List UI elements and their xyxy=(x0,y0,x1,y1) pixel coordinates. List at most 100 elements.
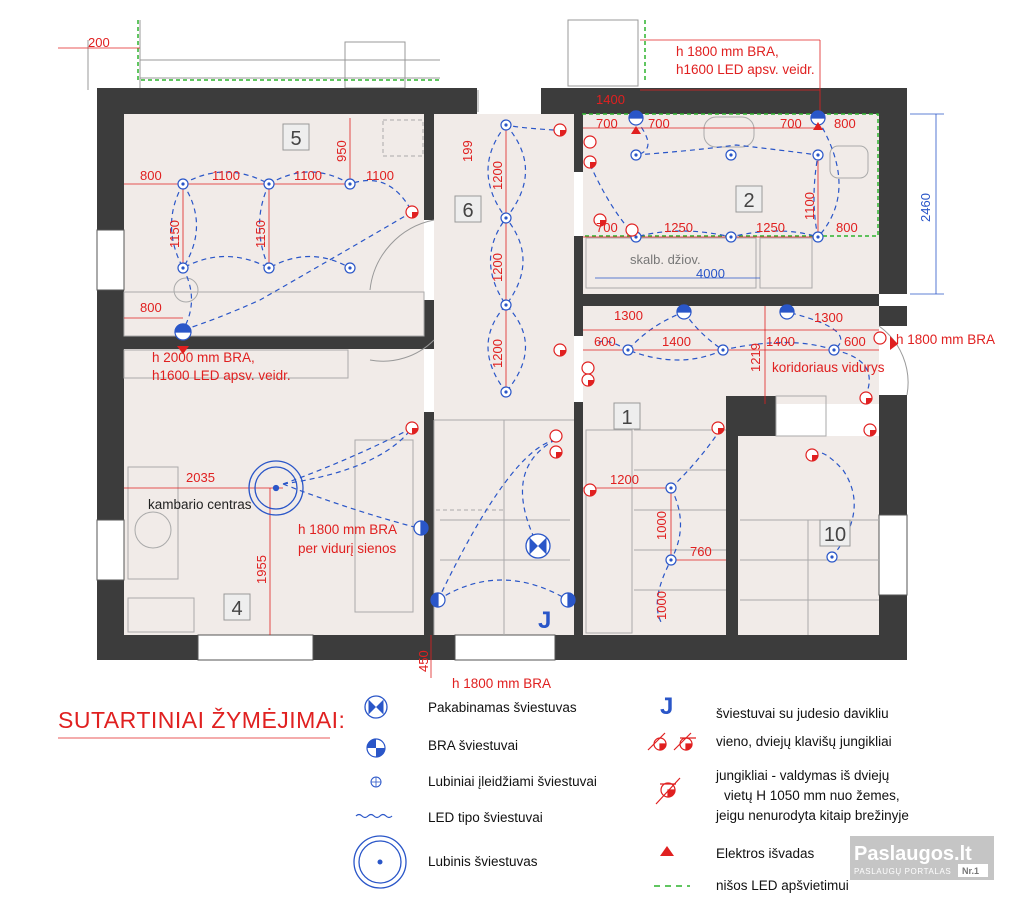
watermark-sub: PASLAUGŲ PORTALAS xyxy=(854,867,951,876)
note-room-center: kambario centras xyxy=(148,497,252,512)
dim-600-b: 600 xyxy=(844,334,866,349)
legend-switch2-2: vietų H 1050 mm nuo žemes, xyxy=(724,788,900,803)
legend-bra: BRA šviestuvai xyxy=(428,738,518,753)
dim-1200-r1: 1200 xyxy=(610,472,639,487)
dim-700-b: 700 xyxy=(648,116,670,131)
dim-700-c: 700 xyxy=(780,116,802,131)
legend-title: SUTARTINIAI ŽYMĖJIMAI: xyxy=(58,707,345,733)
dim-600-a: 600 xyxy=(594,334,616,349)
room-2-number: 2 xyxy=(743,190,754,212)
windows xyxy=(96,229,908,661)
dim-199: 199 xyxy=(460,140,475,162)
note-bra-r5-1: h 2000 mm BRA, xyxy=(152,350,255,365)
watermark-brand: Paslaugos.lt xyxy=(854,843,972,865)
led-strip-top xyxy=(137,20,440,81)
dim-1200-a: 1200 xyxy=(490,161,505,190)
door-swings xyxy=(369,219,909,396)
dim-4000: 4000 xyxy=(696,266,725,281)
electrical-outlets xyxy=(177,122,898,354)
switch-fills xyxy=(412,130,876,496)
note-corridor-mid: koridoriaus vidurys xyxy=(772,360,885,375)
note-skalb: skalb. džiov. xyxy=(630,252,701,267)
legend-niche: nišos LED apšvietimui xyxy=(716,878,849,893)
dim-200: 200 xyxy=(88,35,110,50)
recessed-legend-icon xyxy=(370,776,382,788)
legend-pendant: Pakabinamas šviestuvas xyxy=(428,700,577,715)
dim-1955: 1955 xyxy=(254,555,269,584)
dim-1000-b: 1000 xyxy=(654,591,669,620)
pendant-light xyxy=(525,533,551,559)
legend-outlet: Elektros išvadas xyxy=(716,846,815,861)
note-bra-bottom: h 1800 mm BRA xyxy=(452,676,551,691)
dim-2460: 2460 xyxy=(918,193,933,222)
dim-1150-b: 1150 xyxy=(253,220,268,248)
legend-recessed: Lubiniai įleidžiami šviestuvai xyxy=(428,774,597,789)
recessed-dots xyxy=(181,123,836,562)
dim-800-r2b: 800 xyxy=(836,220,858,235)
dim-800-r2: 800 xyxy=(834,116,856,131)
motion-sensor-mark: J xyxy=(538,607,551,634)
legend-switch: vieno, dviejų klavišų jungikliai xyxy=(716,734,892,749)
dim-1400-a: 1400 xyxy=(662,334,691,349)
bra-legend-icon xyxy=(366,738,386,758)
note-bra-right: h 1800 mm BRA xyxy=(896,332,995,347)
lighting-circuits xyxy=(170,119,870,623)
watermark: Paslaugos.lt PASLAUGŲ PORTALAS Nr.1 xyxy=(850,836,994,880)
bra-wall-lights xyxy=(174,110,826,608)
switch-legend-icon xyxy=(647,732,696,751)
floor-areas xyxy=(124,114,879,635)
ceiling-light-room4 xyxy=(248,460,304,516)
legend-ceiling: Lubinis šviestuvas xyxy=(428,854,538,869)
room-10-number: 10 xyxy=(824,524,846,546)
dim-800-r5b: 800 xyxy=(140,300,162,315)
annotations: h 1800 mm BRA, h1600 LED apsv. veidr. h … xyxy=(148,44,995,691)
dim-2035: 2035 xyxy=(186,470,215,485)
dim-1100-r2: 1100 xyxy=(802,192,817,220)
dimension-labels: 200 1400 700 700 700 800 800 1100 1100 1… xyxy=(88,35,933,672)
room-5-number: 5 xyxy=(290,128,301,150)
led-strip-room2 xyxy=(582,113,879,237)
room-numbers: 5 6 2 1 4 10 xyxy=(223,123,851,621)
dim-1100-c: 1100 xyxy=(366,168,394,183)
room-1-number: 1 xyxy=(621,407,632,429)
note-bra-top-2: h1600 LED apsv. veidr. xyxy=(676,62,815,77)
dimension-2460-line xyxy=(595,113,944,295)
outlet-legend-icon xyxy=(660,846,674,856)
dim-700-r2b: 700 xyxy=(596,220,618,235)
note-bra-r5-2: h1600 LED apsv. veidr. xyxy=(152,368,291,383)
dim-1400-b: 1400 xyxy=(766,334,795,349)
switch2-legend-icon xyxy=(655,777,681,805)
dim-1100-b: 1100 xyxy=(294,168,322,183)
exterior-terrace xyxy=(87,19,639,112)
dim-950: 950 xyxy=(334,140,349,162)
dim-1100-a: 1100 xyxy=(212,168,240,183)
watermark-badge: Nr.1 xyxy=(962,866,979,876)
dim-1250-a: 1250 xyxy=(664,220,693,235)
dim-1300-a: 1300 xyxy=(614,308,643,323)
note-bra-wall-2: per vidurį sienos xyxy=(298,541,397,556)
ceiling-legend-icon xyxy=(353,835,407,889)
dim-1200-b: 1200 xyxy=(490,253,505,282)
dim-1000: 1000 xyxy=(654,511,669,540)
legend-switch2-1: jungikliai - valdymas iš dviejų xyxy=(715,768,889,783)
switches xyxy=(405,123,887,497)
pendant-legend-icon xyxy=(364,695,388,719)
note-bra-top-1: h 1800 mm BRA, xyxy=(676,44,779,59)
legend-motion: šviestuvai su judesio davikliu xyxy=(716,706,889,721)
legend-switch2-3: jeigu nenurodyta kitaip brežinyje xyxy=(715,808,909,823)
dim-1219: 1219 xyxy=(748,343,763,372)
dim-1250-b: 1250 xyxy=(756,220,785,235)
dim-700-a: 700 xyxy=(596,116,618,131)
dim-1400-top: 1400 xyxy=(596,92,625,107)
dim-1300-b: 1300 xyxy=(814,310,843,325)
led-legend-icon xyxy=(355,813,393,819)
furniture xyxy=(123,116,879,635)
dim-450: 450 xyxy=(416,650,431,672)
room-4-number: 4 xyxy=(231,598,242,620)
room-6-number: 6 xyxy=(462,200,473,222)
legend-motion-icon: J xyxy=(660,693,673,720)
dim-1200-c: 1200 xyxy=(490,339,505,368)
dim-760: 760 xyxy=(690,544,712,559)
note-bra-wall-1: h 1800 mm BRA xyxy=(298,522,397,537)
